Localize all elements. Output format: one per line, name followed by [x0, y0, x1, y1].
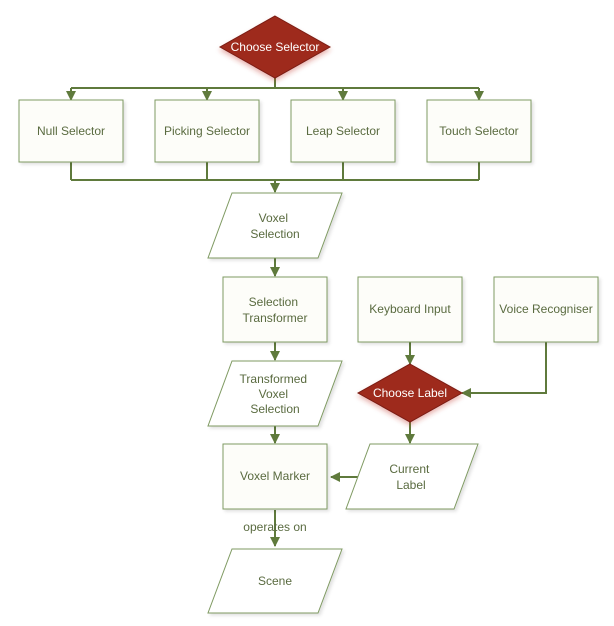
picking-selector-label: Picking Selector	[164, 124, 250, 138]
edge-label-operates-on: operates on	[243, 520, 306, 534]
decision-choose-label: Choose Label	[356, 363, 464, 423]
decision-choose-selector: Choose Selector	[218, 15, 332, 79]
connectors	[66, 72, 547, 547]
svg-text:Current Label: Current Label	[389, 462, 432, 492]
process-touch-selector: Touch Selector	[426, 99, 532, 163]
current-label-line-1: Current	[389, 462, 430, 476]
leap-selector-label: Leap Selector	[306, 124, 380, 138]
data-transformed-voxel-selection: Transformed Voxel Selection	[207, 360, 343, 427]
touch-selector-label: Touch Selector	[439, 124, 518, 138]
selection-transformer-line-1: Selection	[249, 295, 298, 309]
process-leap-selector: Leap Selector	[290, 99, 396, 163]
svg-text:Voxel Selection: Voxel Selection	[250, 211, 299, 241]
process-null-selector: Null Selector	[18, 99, 124, 163]
data-scene: Scene	[207, 548, 343, 614]
process-keyboard-input: Keyboard Input	[357, 276, 463, 343]
voxel-selection-line-1: Voxel	[259, 211, 288, 225]
selection-transformer-line-2: Transformer	[243, 311, 308, 325]
choose-label-label: Choose Label	[373, 386, 447, 400]
process-voxel-marker: Voxel Marker	[222, 443, 328, 510]
voice-recogniser-label: Voice Recogniser	[499, 302, 592, 316]
voxel-marker-label: Voxel Marker	[240, 469, 310, 483]
scene-label: Scene	[258, 574, 292, 588]
data-current-label: Current Label	[345, 443, 479, 510]
svg-text:Selection Transformer: Selection Transformer	[243, 295, 308, 325]
process-picking-selector: Picking Selector	[154, 99, 260, 163]
choose-selector-label: Choose Selector	[231, 40, 320, 54]
process-selection-transformer: Selection Transformer	[222, 276, 328, 343]
svg-text:Transformed Voxel: Transformed Voxel Selection	[240, 372, 311, 416]
voxel-selection-line-2: Selection	[250, 227, 299, 241]
null-selector-label: Null Selector	[37, 124, 105, 138]
transformed-line-3: Selection	[250, 402, 299, 416]
data-voxel-selection: Voxel Selection	[207, 192, 343, 259]
keyboard-input-label: Keyboard Input	[369, 302, 451, 316]
edge-voice-to-choose-label	[461, 342, 547, 398]
transformed-line-1: Transformed	[240, 372, 308, 386]
process-voice-recogniser: Voice Recogniser	[493, 276, 599, 343]
transformed-line-2: Voxel	[259, 387, 288, 401]
current-label-line-2: Label	[396, 478, 425, 492]
